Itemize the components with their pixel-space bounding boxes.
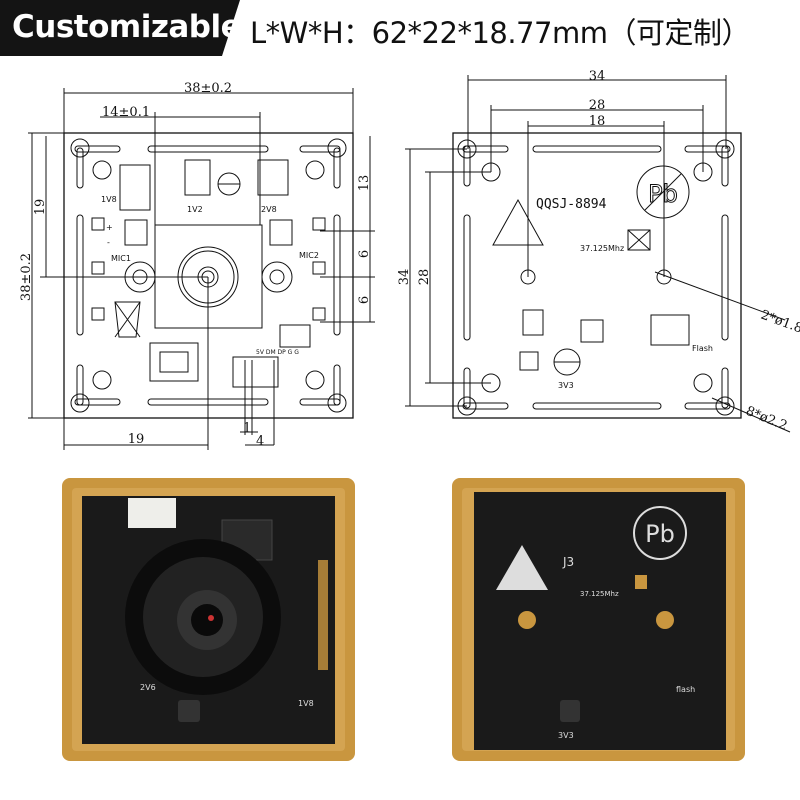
label-minus: - [107,238,110,247]
dim-right-13: 13 [357,175,372,192]
dim-18-top: 18 [589,114,606,129]
dim-34-left: 34 [397,269,412,286]
pb-free-icon: Pb [648,180,678,208]
label-1v2: 1V2 [187,205,203,214]
dim-right-6a: 6 [357,250,372,258]
back-photo: Pb J3 37.125Mhz flash 3V3 [452,478,745,761]
dim-pin-1: 1 [243,421,251,436]
dim-34-top: 34 [589,69,606,84]
photo-label-flash: flash [676,685,695,694]
dim-center-v: 19 [33,199,48,216]
dim-28-top: 28 [589,98,606,113]
dim-right-6b: 6 [357,296,372,304]
label-mic1: MIC1 [111,254,131,263]
crystal-label: 37.125Mhz [580,244,624,253]
label-2v8: 2V8 [261,205,277,214]
back-board-outline [452,132,742,419]
dim-height: 38±0.2 [19,253,34,301]
header-banner [0,0,240,56]
dim-lens-offset: 14±0.1 [102,105,150,120]
label-pins: 5V DM DP G G [256,349,299,356]
esd-icon [496,545,548,590]
header-spec: L*W*H：62*22*18.77mm（可定制） [250,16,750,50]
label-plus: + [106,223,113,232]
hole-large-label: 8*ø2.2 [744,404,790,434]
photo-label-2v6: 2V6 [140,683,156,692]
hole-small-label: 2*ø1.8 [759,308,800,337]
label-mic2: MIC2 [299,251,319,260]
photo-label-3v3: 3V3 [558,731,574,740]
dim-pin-4: 4 [256,434,264,449]
front-drawing: 38±0.2 14±0.1 38±0.2 19 19 13 6 6 1 4 1V… [19,81,375,450]
connector [128,498,176,528]
photo-label-1v8: 1V8 [298,699,314,708]
label-1v8: 1V8 [101,195,117,204]
flash-label: Flash [692,344,713,353]
front-photo: 2V6 1V8 [62,478,355,761]
photo-label-j3: J3 [562,555,574,569]
photo-label-crystal: 37.125Mhz [580,590,619,598]
dim-width: 38±0.2 [184,81,232,96]
model-label: QQSJ-8894 [536,197,607,212]
3v3-label: 3V3 [558,381,574,390]
back-drawing: Pb 34 28 18 34 28 QQSJ-8894 37.125Mhz 2*… [397,69,800,434]
dim-28-left: 28 [417,269,432,286]
header-title: Customizable [12,9,242,45]
dim-center-h: 19 [128,432,145,447]
photo-pb-icon: Pb [645,520,675,548]
